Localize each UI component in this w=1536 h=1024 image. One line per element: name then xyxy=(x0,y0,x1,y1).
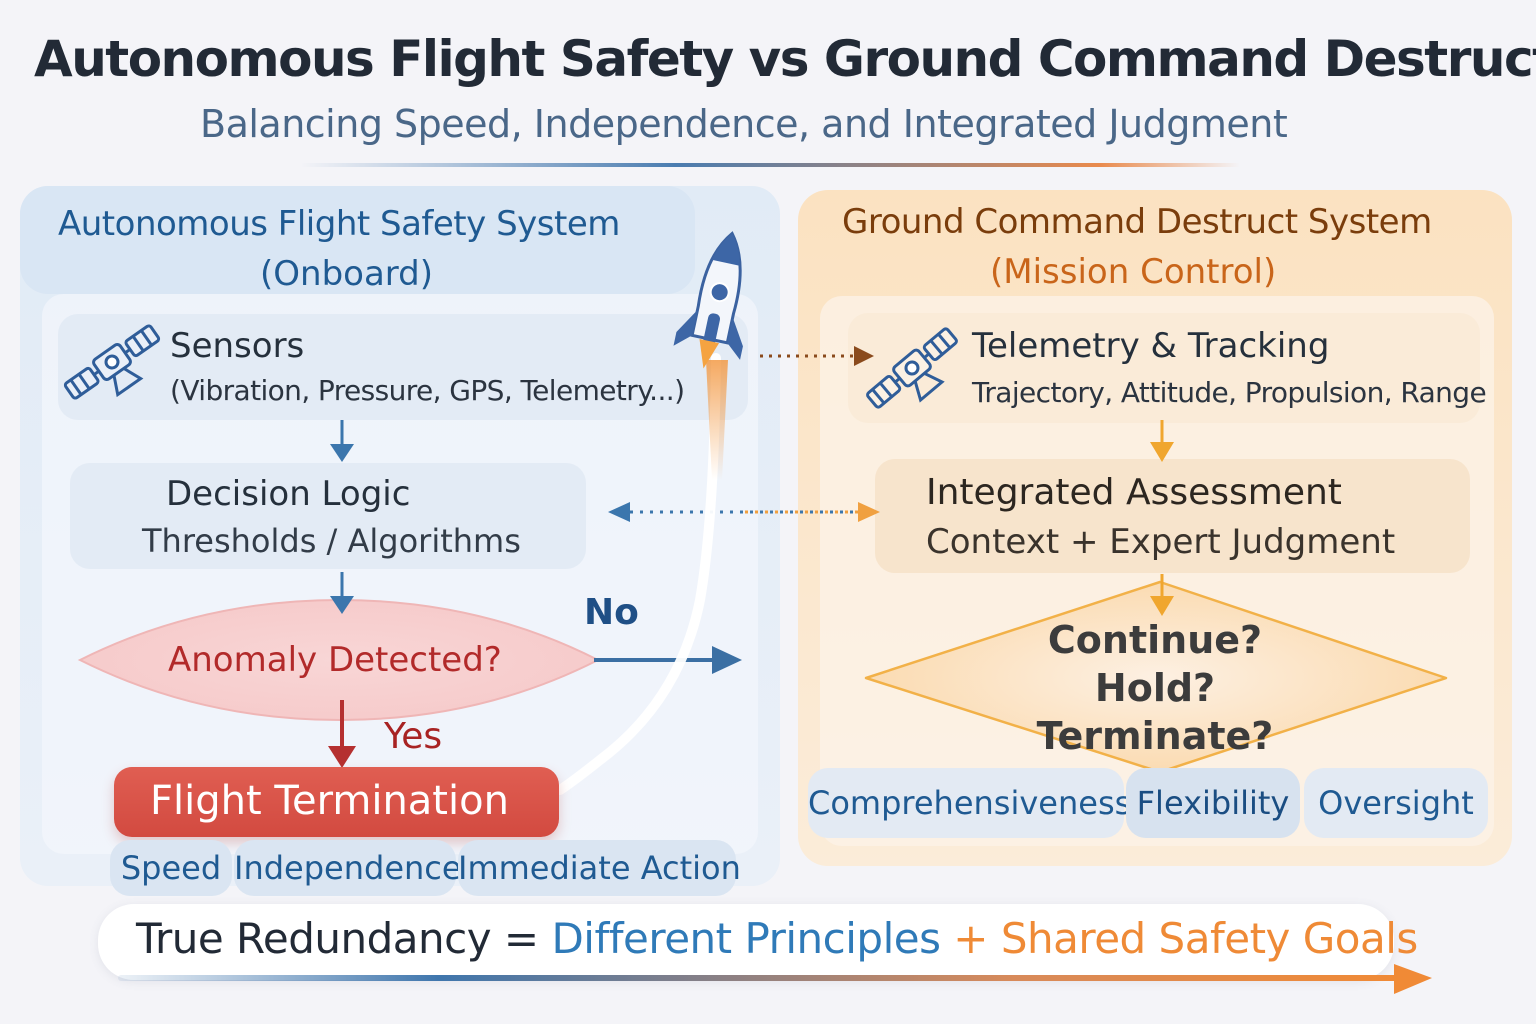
decision-logic-title: Decision Logic xyxy=(166,474,411,514)
anomaly-question: Anomaly Detected? xyxy=(168,640,502,680)
satellite-icon xyxy=(63,324,161,400)
telemetry-detail: Trajectory, Attitude, Propulsion, Range xyxy=(972,376,1487,409)
rocket-trail xyxy=(555,353,721,795)
trait-speed: Speed xyxy=(110,840,232,896)
satellite-icon xyxy=(866,327,958,409)
gcd-subtitle: (Mission Control) xyxy=(990,252,1277,292)
page-title: Autonomous Flight Safety vs Ground Comma… xyxy=(34,30,1536,88)
decision-diamond xyxy=(864,580,1448,774)
assessment-node xyxy=(875,459,1470,573)
telemetry-title: Telemetry & Tracking xyxy=(972,326,1330,366)
flow-arrow-logic-to-anomaly xyxy=(330,572,354,614)
gcd-title: Ground Command Destruct System xyxy=(842,202,1432,242)
telemetry-link-arrow xyxy=(760,346,874,366)
trait-oversight: Oversight xyxy=(1304,768,1488,838)
flight-termination-node xyxy=(114,767,559,837)
flow-arrow-assessment-to-decision xyxy=(1150,574,1174,616)
flow-arrow-telemetry-to-assessment xyxy=(1150,420,1174,462)
flow-arrow-no xyxy=(594,646,742,674)
bidirectional-link-arrow xyxy=(608,502,880,522)
summary-text: True Redundancy = Different Principles +… xyxy=(136,914,1418,963)
flow-arrow-yes xyxy=(328,700,356,768)
telemetry-node xyxy=(848,313,1480,423)
title-divider xyxy=(300,163,1240,167)
sensors-detail: (Vibration, Pressure, GPS, Telemetry...) xyxy=(170,374,685,407)
decision-terminate: Terminate? xyxy=(1036,714,1274,758)
afss-subtitle: (Onboard) xyxy=(260,254,434,294)
summary-part-principles: Different Principles xyxy=(551,914,941,963)
decision-continue: Continue? xyxy=(1047,618,1263,662)
rocket-icon xyxy=(673,231,743,369)
no-branch-label: No xyxy=(584,592,639,633)
summary-part-redundancy: True Redundancy = xyxy=(136,914,552,963)
trait-immediate-action: Immediate Action xyxy=(458,840,741,896)
assessment-detail: Context + Expert Judgment xyxy=(926,522,1396,562)
flow-arrow-sensors-to-logic xyxy=(330,420,354,462)
decision-hold: Hold? xyxy=(1094,666,1216,710)
assessment-title: Integrated Assessment xyxy=(926,472,1342,513)
flight-termination-label: Flight Termination xyxy=(150,778,509,824)
sensors-title: Sensors xyxy=(170,326,305,366)
page-subtitle: Balancing Speed, Independence, and Integ… xyxy=(200,102,1288,146)
afss-panel-header xyxy=(20,186,695,294)
summary-banner xyxy=(98,904,1394,980)
summary-part-goals: + Shared Safety Goals xyxy=(940,914,1418,963)
sensors-node xyxy=(58,314,748,420)
yes-branch-label: Yes xyxy=(384,716,443,757)
summary-arrow xyxy=(118,964,1432,994)
afss-title: Autonomous Flight Safety System xyxy=(58,204,620,244)
decision-logic-node xyxy=(70,463,586,569)
trait-flexibility: Flexibility xyxy=(1126,768,1300,838)
trait-independence: Independence xyxy=(234,840,462,896)
trait-comprehensiveness: Comprehensiveness xyxy=(808,768,1131,838)
decision-logic-detail: Thresholds / Algorithms xyxy=(142,522,521,560)
